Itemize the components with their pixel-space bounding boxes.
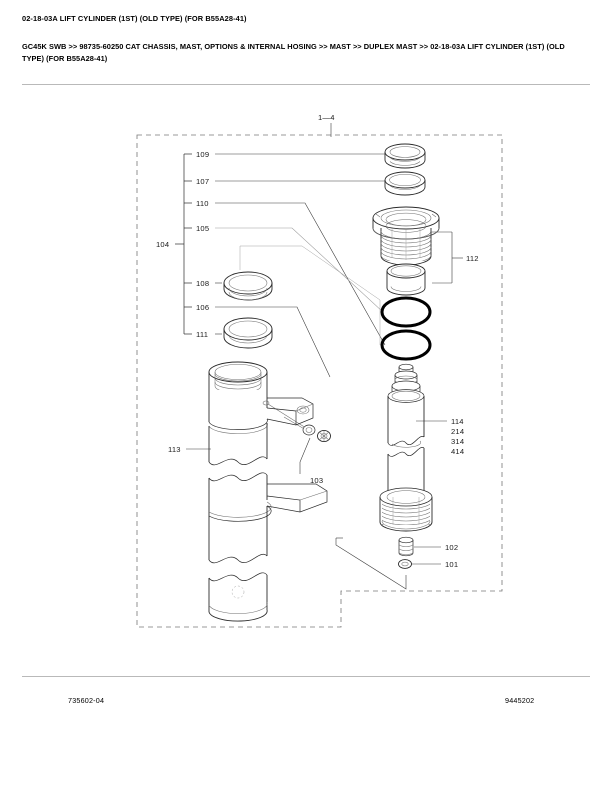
part-washer xyxy=(302,424,316,436)
label-108: 108 xyxy=(196,279,210,288)
part-105-o-ring xyxy=(380,296,432,328)
header-divider xyxy=(22,84,590,85)
part-109-seal-ring xyxy=(384,143,426,169)
label-103: 103 xyxy=(310,476,324,485)
label-111: 111 xyxy=(196,330,209,339)
leader-105-construction xyxy=(240,245,381,345)
leader-103 xyxy=(299,437,311,474)
page-title: 02-18-03A LIFT CYLINDER (1ST) (OLD TYPE)… xyxy=(22,14,247,23)
label-214: 214 xyxy=(451,427,465,436)
leader-106 xyxy=(215,306,331,378)
footer-left-code: 735602-04 xyxy=(68,696,105,705)
label-114: 114 xyxy=(451,417,464,426)
label-104-group: 104 xyxy=(156,240,170,249)
leader-frame-pointer xyxy=(335,538,407,590)
leader-110 xyxy=(215,202,386,346)
part-112-gland-nut xyxy=(372,206,440,266)
label-112: 112 xyxy=(466,254,479,263)
part-112-bushing-sleeve xyxy=(386,263,426,296)
footer-right-code: 9445202 xyxy=(505,696,535,705)
part-103-hex-nut xyxy=(317,429,331,443)
label-105: 105 xyxy=(196,224,210,233)
footer-divider xyxy=(22,676,590,677)
label-110: 110 xyxy=(196,199,209,208)
label-101: 101 xyxy=(445,560,459,569)
leader-105 xyxy=(215,227,384,313)
breadcrumb: GC45K SWB >> 98735-60250 CAT CHASSIS, MA… xyxy=(22,42,565,63)
label-top-range: 1—4 xyxy=(318,113,335,122)
part-101-o-ring-small xyxy=(398,559,412,569)
label-102: 102 xyxy=(445,543,459,552)
label-314: 314 xyxy=(451,437,465,446)
label-107: 107 xyxy=(196,177,210,186)
label-106: 106 xyxy=(196,303,210,312)
part-107-seal-ring xyxy=(384,171,426,196)
part-113-cylinder-body xyxy=(208,361,328,622)
part-110-o-ring xyxy=(380,329,432,361)
label-414: 414 xyxy=(451,447,465,456)
part-111-seal-ring xyxy=(223,317,273,349)
part-102-plug xyxy=(398,536,414,557)
label-113: 113 xyxy=(168,445,181,454)
label-109: 109 xyxy=(196,150,210,159)
part-114-piston-rod xyxy=(379,363,433,532)
part-108-seal-ring xyxy=(223,271,273,301)
diagram-boundary xyxy=(136,134,503,628)
leader-washer xyxy=(267,403,307,429)
